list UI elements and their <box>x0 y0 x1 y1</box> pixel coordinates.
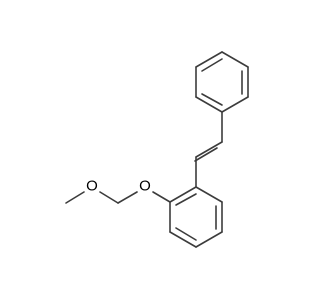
bond <box>195 51 223 68</box>
double-bond-inner <box>175 227 197 241</box>
vinyl-linker <box>194 111 223 188</box>
ether-oxygen-label: O <box>139 178 151 195</box>
double-bond-inner <box>201 93 223 106</box>
bond <box>221 96 249 113</box>
bond <box>195 186 223 203</box>
bond <box>99 191 119 204</box>
bond <box>65 191 85 204</box>
double-bond-inner <box>201 58 223 72</box>
methoxy-oxygen-label: O <box>86 178 98 195</box>
bond <box>169 231 197 248</box>
bond <box>195 141 223 158</box>
chemical-structure-diagram: O O <box>65 51 249 248</box>
bond <box>117 191 138 204</box>
bond <box>221 51 249 68</box>
double-bond-inner <box>194 147 218 162</box>
benzene-ring <box>169 186 223 248</box>
double-bond-inner <box>175 193 197 206</box>
bond <box>195 96 223 113</box>
bond <box>152 191 171 203</box>
methoxymethoxy-group <box>65 191 171 204</box>
bond <box>195 231 223 248</box>
bond <box>169 186 197 203</box>
phenyl-ring <box>195 51 249 113</box>
